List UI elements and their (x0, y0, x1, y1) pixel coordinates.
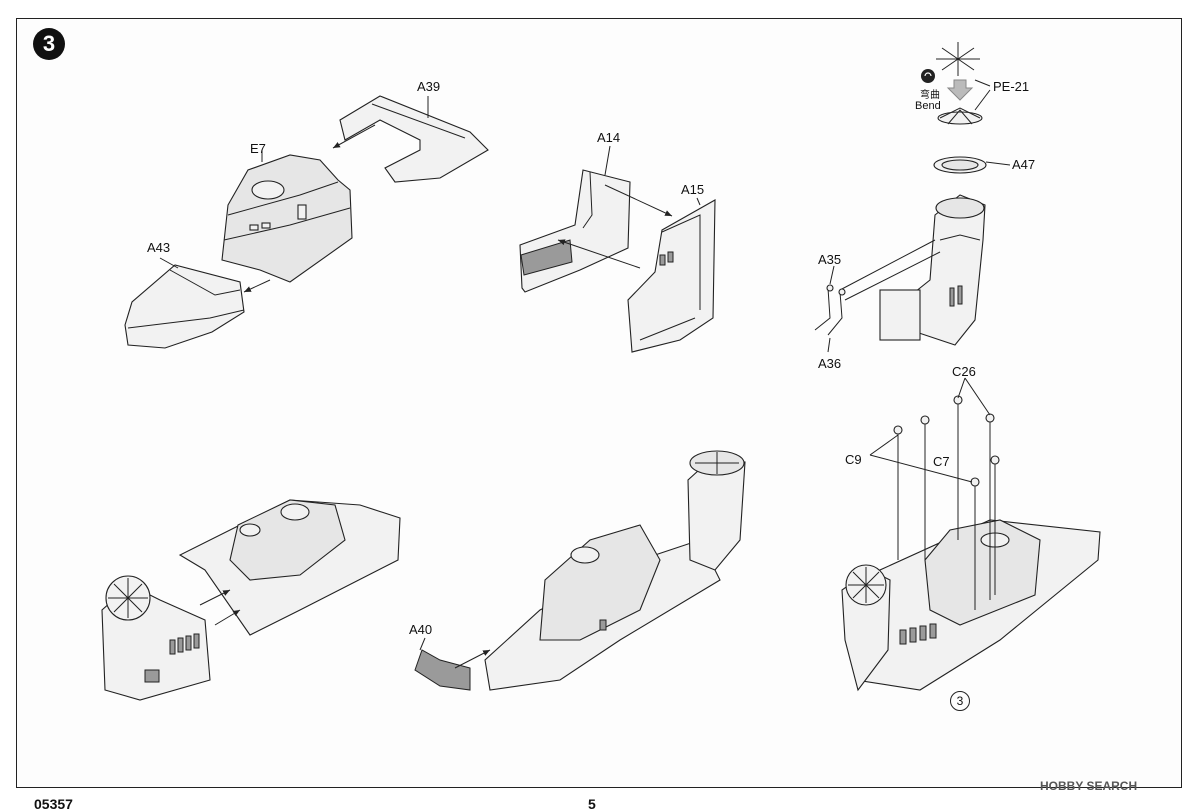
pe21-bent-part (937, 107, 983, 125)
sub-step-marker: 3 (950, 691, 970, 711)
label-a14: A14 (597, 130, 621, 145)
label-e7: E7 (250, 141, 266, 156)
watermark: HOBBY SEARCH (1040, 779, 1138, 793)
a43-bow-part (124, 264, 245, 349)
e7-superstructure (221, 154, 353, 283)
a35-a36-parts (814, 284, 846, 336)
label-a40: A40 (409, 622, 433, 637)
page-number: 5 (588, 796, 596, 812)
instruction-sheet-frame (16, 18, 1182, 788)
a47-ring (933, 156, 987, 174)
label-a43: A43 (147, 240, 171, 255)
mast-parts-c9-c7-c26 (893, 395, 1000, 610)
label-c26: C26 (952, 364, 976, 379)
funnel-assembly (879, 194, 986, 346)
label-a35: A35 (818, 252, 842, 267)
step-number-badge: 3 (33, 28, 65, 60)
bend-note-en: Bend (915, 100, 941, 112)
label-pe21: PE-21 (993, 79, 1030, 94)
label-c9: C9 (845, 452, 862, 467)
label-a47: A47 (1012, 157, 1036, 172)
a39-part (339, 95, 489, 183)
label-a15: A15 (681, 182, 705, 197)
hull-complete-right (841, 519, 1101, 692)
pe21-photoetch-star (936, 42, 980, 76)
label-a39: A39 (417, 79, 441, 94)
a15-part (627, 199, 716, 353)
funnel-left (101, 575, 211, 701)
hull-complete-middle (484, 450, 746, 691)
product-code: 05357 (34, 796, 73, 812)
label-a36: A36 (818, 356, 842, 371)
bend-icon (921, 69, 935, 83)
a40-part (414, 649, 471, 691)
label-c7: C7 (933, 454, 950, 469)
hull-aft-section (178, 499, 401, 636)
a14-part (519, 169, 631, 293)
bend-note-cn: 弯曲 (920, 90, 940, 101)
